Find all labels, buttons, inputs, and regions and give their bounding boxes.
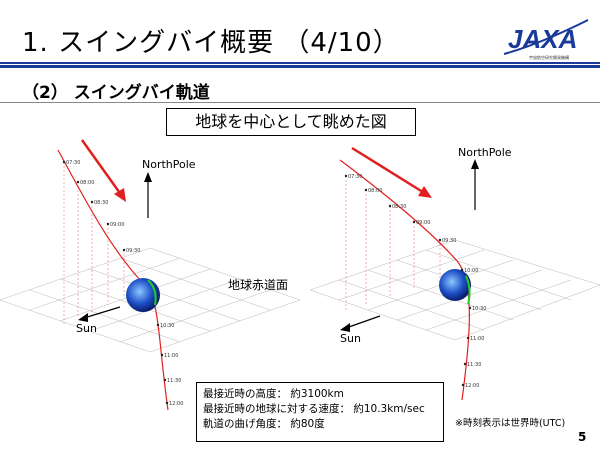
time-label: 07:30	[348, 174, 362, 180]
left-north-arrow	[144, 172, 152, 218]
time-label: 11:30	[467, 362, 481, 368]
right-north-arrow	[471, 159, 479, 210]
jaxa-logo-subtitle: 宇宙航空研究開発機構	[529, 55, 569, 60]
left-north-pole-label: NorthPole	[142, 158, 196, 171]
time-label: 11:00	[470, 336, 484, 342]
left-sun-arrow	[78, 306, 121, 322]
right-time-labels: 07:30 08:00 08:30 09:00 09:30 10:00 10:3…	[348, 174, 486, 389]
time-label: 11:30	[167, 378, 181, 384]
time-label: 12:00	[169, 401, 183, 407]
jaxa-logo: JAXA	[503, 19, 589, 55]
left-sun-label: Sun	[76, 322, 97, 335]
closest-approach-info: 最接近時の高度： 約3100km 最接近時の地球に対する速度： 約10.3km/…	[196, 382, 444, 442]
left-earth	[126, 278, 160, 312]
time-label: 08:00	[80, 180, 94, 186]
utc-note: ※時刻表示は世界時(UTC)	[455, 418, 566, 429]
left-direction-arrow	[80, 139, 126, 202]
time-label: 09:00	[110, 222, 124, 228]
time-label: 08:30	[392, 204, 406, 210]
jaxa-logo-text: JAXA	[508, 24, 577, 54]
left-trajectory	[57, 149, 169, 411]
equator-plane-label: 地球赤道面	[228, 278, 289, 292]
right-time-droplines	[345, 176, 441, 312]
left-swing-arc	[147, 279, 157, 306]
right-north-pole-label: NorthPole	[458, 146, 512, 159]
time-label: 09:30	[442, 238, 456, 244]
right-time-markers	[344, 174, 472, 387]
view-label-box: 地球を中心として眺めた図	[166, 108, 416, 136]
page-title: 1. スイングバイ概要 （4/10）	[22, 28, 400, 58]
time-label: 11:00	[164, 353, 178, 359]
right-sun-label: Sun	[340, 332, 361, 345]
subtitle-rule	[0, 102, 600, 103]
time-label: 10:00	[464, 268, 478, 274]
time-label: 10:30	[160, 323, 174, 329]
right-trajectory	[339, 159, 470, 401]
time-label: 07:30	[66, 160, 80, 166]
info-bend-angle: 軌道の曲げ角度： 約80度	[203, 418, 325, 430]
info-velocity: 最接近時の地球に対する速度： 約10.3km/sec	[203, 403, 425, 415]
right-earth	[439, 269, 471, 301]
time-label: 09:00	[416, 220, 430, 226]
right-direction-arrow	[351, 146, 432, 198]
left-time-markers	[62, 160, 169, 405]
right-sun-arrow	[340, 315, 381, 332]
time-label: 09:30	[126, 248, 140, 254]
time-label: 10:30	[472, 306, 486, 312]
info-altitude: 最接近時の高度： 約3100km	[203, 388, 344, 400]
page-number: 5	[578, 430, 587, 444]
section-subtitle: （2） スイングバイ軌道	[22, 83, 210, 103]
right-swing-arc	[465, 275, 471, 305]
time-label: 08:00	[368, 188, 382, 194]
time-label: 12:00	[465, 383, 479, 389]
time-label: 08:30	[94, 200, 108, 206]
right-equator-plane	[309, 239, 600, 341]
left-time-labels: 07:30 08:00 08:30 09:00 09:30 10:30 11:0…	[66, 160, 183, 407]
title-rule	[0, 62, 600, 68]
